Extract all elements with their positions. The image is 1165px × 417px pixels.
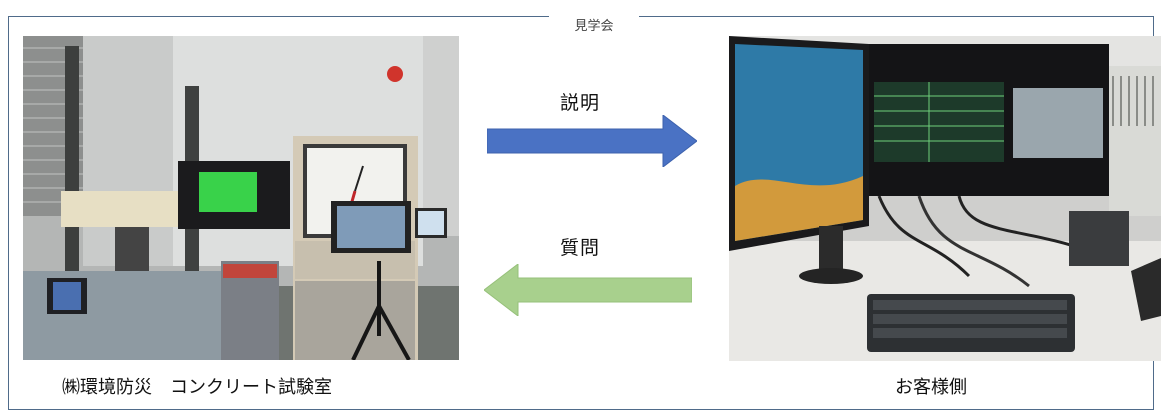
- customer-photo-illustration: [729, 36, 1161, 361]
- explain-label: 説明: [560, 92, 601, 114]
- lab-caption: ㈱環境防災 コンクリート試験室: [62, 377, 332, 398]
- top-caption: 見学会: [549, 15, 639, 33]
- customer-caption: お客様側: [895, 377, 967, 398]
- arrow-right-icon: [487, 115, 697, 167]
- lab-photo: [23, 36, 459, 360]
- lab-photo-illustration: [23, 36, 459, 360]
- customer-photo: [729, 36, 1161, 361]
- arrow-left-icon: [484, 264, 692, 316]
- question-label: 質問: [560, 237, 601, 259]
